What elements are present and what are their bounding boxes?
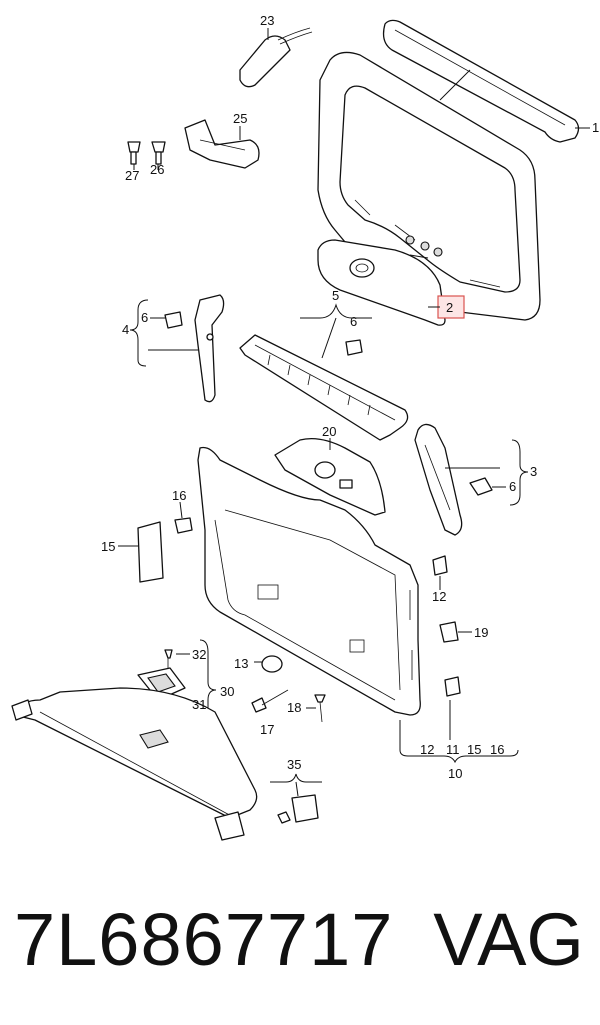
callout-26: 26	[150, 162, 164, 177]
part-2-garnish	[317, 239, 465, 326]
exploded-parts-diagram: 1 2 3 4 5 6 6 6 10 12 11 15 16 12 13 15 …	[11, 13, 599, 841]
callout-23: 23	[260, 13, 274, 28]
callout-10-16: 16	[490, 742, 504, 757]
part-5-rail	[239, 303, 409, 441]
callout-12: 12	[432, 589, 446, 604]
callout-10-12: 12	[420, 742, 434, 757]
callout-19: 19	[474, 625, 488, 640]
cargo-cover	[11, 687, 258, 841]
callout-18: 18	[287, 700, 301, 715]
callout-3: 3	[530, 464, 537, 479]
callout-17: 17	[260, 722, 274, 737]
part-20-cover	[274, 437, 386, 516]
callout-31: 31	[192, 697, 206, 712]
callout-32: 32	[192, 647, 206, 662]
callout-labels: 1 2 3 4 5 6 6 6 10 12 11 15 16 12 13 15 …	[101, 13, 599, 781]
callout-6c: 6	[509, 479, 516, 494]
callout-1: 1	[592, 120, 599, 135]
callout-6b: 6	[350, 314, 357, 329]
lower-trim-panel	[197, 446, 421, 716]
group-10-bracket	[399, 700, 519, 764]
callout-25: 25	[233, 111, 247, 126]
callout-10: 10	[448, 766, 462, 781]
part-13-17-18	[251, 655, 326, 723]
part-25-26-27	[127, 119, 260, 170]
part-4-pillar	[129, 294, 225, 403]
callout-4: 4	[122, 322, 129, 337]
callout-10-15: 15	[467, 742, 481, 757]
callout-30: 30	[220, 684, 234, 699]
part-1-spoiler	[382, 19, 590, 143]
brand-name: VAG	[433, 898, 584, 981]
part-3-pillar	[414, 423, 529, 536]
part-15-16	[118, 501, 193, 583]
callout-16: 16	[172, 488, 186, 503]
part-23	[239, 27, 313, 88]
callout-15: 15	[101, 539, 115, 554]
callout-5: 5	[332, 288, 339, 303]
part-35	[270, 773, 322, 824]
callout-27: 27	[125, 168, 139, 183]
part-12-19-clips	[432, 555, 472, 697]
callout-6a: 6	[141, 310, 148, 325]
callout-2: 2	[446, 300, 453, 315]
footer: 7L6867717 VAG	[0, 890, 600, 1010]
callout-10-11: 11	[446, 742, 460, 757]
callout-35: 35	[287, 757, 301, 772]
callout-13: 13	[234, 656, 248, 671]
callout-20: 20	[322, 424, 336, 439]
part-number: 7L6867717	[14, 898, 394, 981]
